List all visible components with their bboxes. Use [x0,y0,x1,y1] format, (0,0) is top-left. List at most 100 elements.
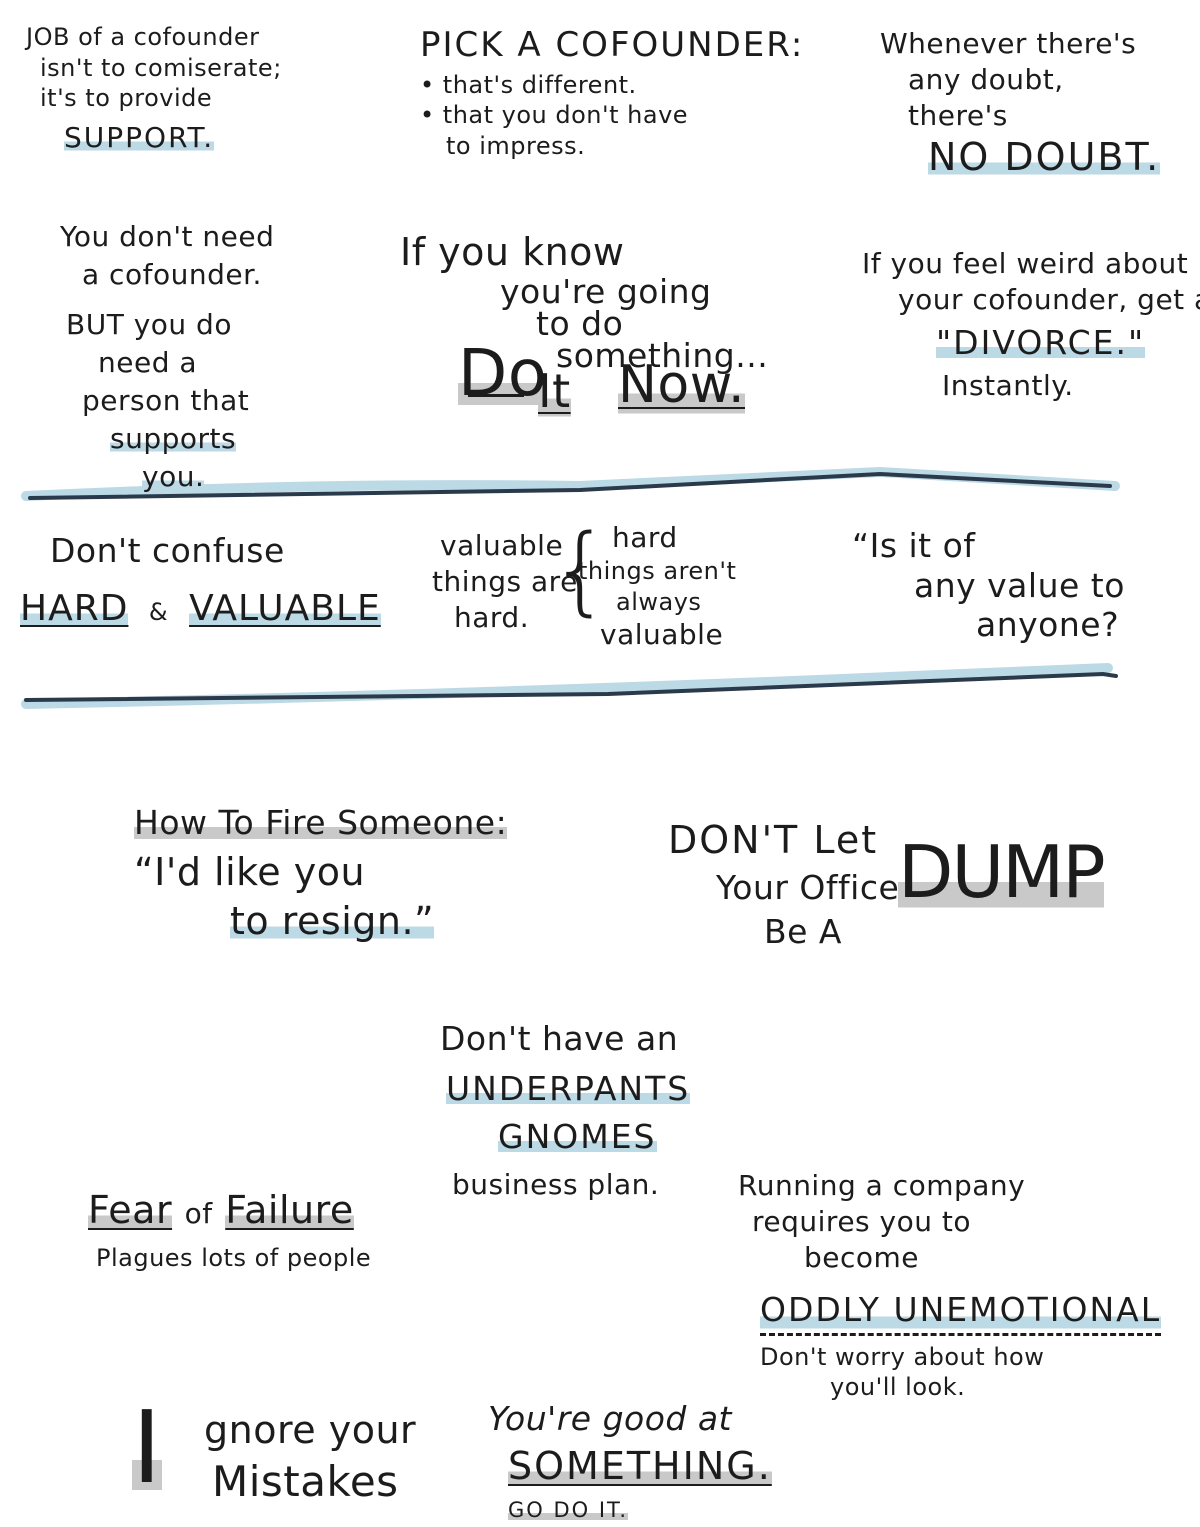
note-line: hard. [454,600,530,634]
note-line: anyone? [976,605,1120,645]
note-line: things aren't [578,556,737,585]
valuable-word: VALUABLE [189,588,381,630]
note-any-value: “Is it of any value to anyone? [852,526,1125,645]
big-i: I [132,1389,162,1506]
bullet-text: that's different. [442,70,637,99]
note-line: Don't confuse [50,531,285,570]
note-line: If you know [400,230,625,274]
support-word: SUPPORT. [64,121,215,155]
note-line: JOB of a cofounder [26,23,260,51]
note-line: you're going [500,271,712,311]
supports-word: supports [110,422,237,456]
word-now: Now. [618,352,745,419]
bullet-text: that you don't have [442,101,689,130]
note-line: supports [60,420,274,458]
note-line: Don't have an [440,1019,679,1058]
note-line: hard [612,521,678,554]
note-line: valuable [440,529,564,562]
do-it-now-words: Do It Now. [458,334,745,421]
note-title: How To Fire Someone: [134,802,508,844]
failure-word: Failure [225,1188,354,1232]
dash-mark [468,394,524,397]
note-line: “Is it of [852,526,976,565]
hard-valuable-row: HARD & VALUABLE [20,586,381,632]
note-valuable-things: valuable things are hard. [432,528,578,635]
note-line: to do [536,303,624,343]
gnomes-word: GNOMES [498,1117,657,1157]
note-good-at: You're good at SOMETHING. GO DO IT. [488,1398,772,1524]
note-line: GO DO IT. [488,1497,772,1524]
note-line: Instantly. [942,368,1074,402]
note-line: always [616,587,702,616]
note-line: Whenever there's [880,27,1137,60]
note-emphasis: ODDLY UNEMOTIONAL [738,1289,1162,1337]
note-fear-failure: Fear of Failure Plagues lots of people [88,1186,371,1273]
note-office-dump: DON'T Let Your Office Be A [668,816,899,953]
underpants-word: UNDERPANTS [446,1069,691,1109]
divider-line-bottom [21,663,1118,709]
unemotional-word: ODDLY UNEMOTIONAL [760,1290,1162,1337]
note-line: need a [98,346,198,380]
note-fire-someone: How To Fire Someone: “I'd like you to re… [134,802,508,946]
something-word: SOMETHING. [508,1444,772,1489]
note-line: to resign.” [134,897,507,946]
note-cofounder-job: JOB of a cofounder isn't to comiserate; … [26,22,282,156]
go-do-it: GO DO IT. [508,1497,629,1522]
note-hard-valuable: Don't confuse HARD & VALUABLE [20,530,381,632]
note-line: GNOMES [440,1116,690,1158]
note-no-doubt: Whenever there's any doubt, there's NO D… [880,26,1161,182]
note-line: business plan. [452,1167,660,1201]
note-line: a cofounder. [82,258,262,292]
note-ignore-mistakes: I gnore your Mistakes [132,1398,416,1508]
note-line: it's to provide [40,84,213,113]
note-line: your cofounder, get a [898,282,1200,316]
note-divorce: If you feel weird about your cofounder, … [862,246,1200,404]
dump-word: DUMP [898,830,1106,914]
ampersand: & [148,598,169,627]
note-line: you'll look. [830,1373,966,1402]
note-line: become [804,1240,920,1274]
dump-text: DUMP [898,830,1106,914]
note-emphasis: NO DOUBT. [880,133,1161,182]
fear-word: Fear [88,1188,173,1232]
word-it: It [538,362,571,421]
bullet-item: • that's different. [420,70,637,99]
note-title: PICK A COFOUNDER: [420,25,805,65]
note-underpants: Don't have an UNDERPANTS GNOMES business… [440,1018,691,1203]
note-line: You don't need [60,220,275,253]
fire-title: How To Fire Someone: [134,803,508,842]
note-line: any doubt, [908,62,1064,96]
word-do: Do [458,337,548,411]
note-line: isn't to comiserate; [40,53,282,82]
note-need-cofounder: You don't need a cofounder. BUT you do n… [60,218,274,497]
note-line: UNDERPANTS [440,1068,691,1110]
note-line: BUT you do [66,308,232,342]
note-pick-cofounder: PICK A COFOUNDER: • that's different. • … [420,24,804,162]
you-word: you. [142,460,205,494]
divider-line-top [21,466,1120,501]
resign-phrase: to resign.” [230,898,435,943]
of-word: of [184,1197,213,1230]
note-line: Your Office [716,867,900,907]
note-emphasis: "DIVORCE." [862,322,1200,364]
note-line: Running a company [738,1169,1026,1202]
bullet-text-cont: to impress. [446,131,586,160]
note-line: valuable [600,618,724,652]
note-emphasis: SOMETHING. [488,1442,772,1491]
note-line: things are [432,564,578,598]
hard-word: HARD [20,588,129,630]
note-line: you. [60,458,274,496]
note-line: there's [908,98,1008,132]
note-line: DON'T Let [668,818,879,862]
note-line: Plagues lots of people [96,1243,372,1272]
note-line: “I'd like you [134,850,366,895]
note-emphasis: SUPPORT. [26,120,282,156]
note-line: requires you to [752,1204,971,1238]
bullet-item: • that you don't have [420,101,689,130]
note-unemotional: Running a company requires you to become… [738,1168,1162,1403]
note-line: person that [82,384,250,418]
note-line: Mistakes [212,1456,399,1506]
note-line: gnore your [204,1408,417,1452]
divorce-word: "DIVORCE." [936,322,1146,362]
note-line: Don't worry about how [760,1342,1045,1371]
